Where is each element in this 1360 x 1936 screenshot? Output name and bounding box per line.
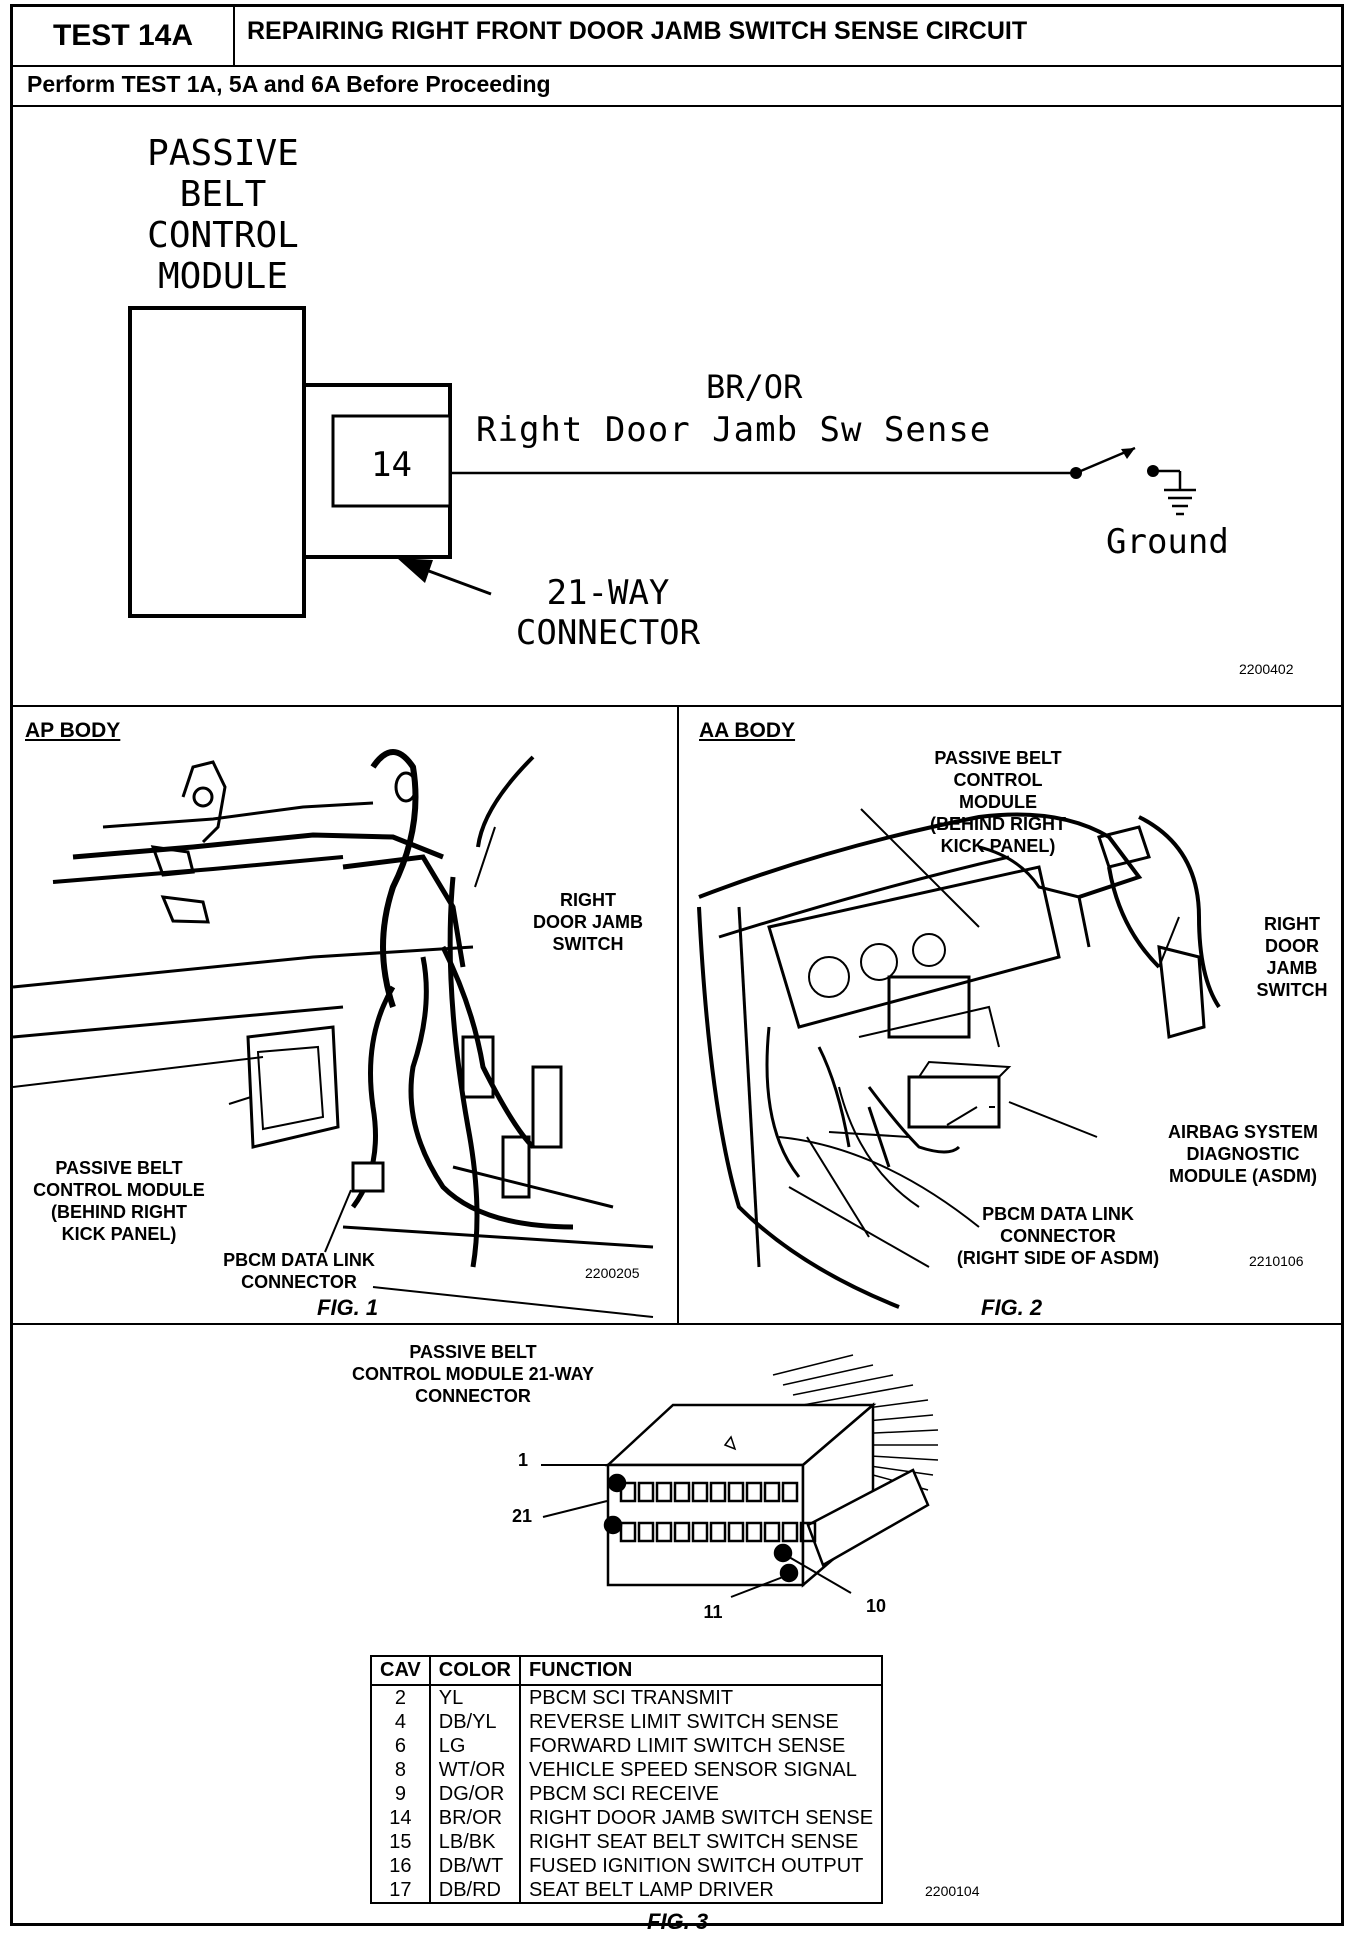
fig1-code: 2200205: [585, 1265, 640, 1281]
schematic-module-label: PASSIVE BELT CONTROL MODULE: [147, 133, 299, 297]
fig1-switch-label: RIGHT DOOR JAMB SWITCH: [532, 890, 643, 954]
pin-label-21: 21: [511, 1506, 533, 1526]
fig2-asdm-label: AIRBAG SYSTEM DIAGNOSTIC MODULE (ASDM): [1167, 1122, 1318, 1186]
color-cell: DB/WT: [428, 1854, 521, 1878]
function-cell: PBCM SCI TRANSMIT: [518, 1685, 884, 1710]
function-cell: SEAT BELT LAMP DRIVER: [518, 1878, 884, 1904]
col-function: FUNCTION: [518, 1655, 884, 1686]
cav-cell: 9: [370, 1782, 431, 1806]
color-cell: LG: [428, 1734, 521, 1758]
fig2-code: 2210106: [1249, 1253, 1304, 1269]
function-cell: RIGHT DOOR JAMB SWITCH SENSE: [518, 1806, 884, 1830]
connector-section: PASSIVE BELT CONTROL MODULE 21-WAY CONNE…: [13, 1325, 1341, 1934]
ground-label: Ground: [1106, 522, 1229, 562]
cav-cell: 16: [370, 1854, 431, 1878]
cav-cell: 2: [370, 1685, 431, 1710]
connector-arrow-shaft: [417, 565, 492, 596]
pin-box: [331, 414, 452, 508]
color-cell: DB/RD: [428, 1878, 521, 1904]
schematic-code: 2200402: [1239, 661, 1294, 677]
pin-21-marker: [603, 1515, 623, 1535]
fig2-body-title: AA BODY: [699, 719, 796, 742]
color-cell: LB/BK: [428, 1830, 521, 1854]
pin-1-marker: [607, 1473, 627, 1493]
test-title: REPAIRING RIGHT FRONT DOOR JAMB SWITCH S…: [247, 17, 1028, 45]
fig1-link-label: PBCM DATA LINK CONNECTOR: [223, 1250, 375, 1292]
function-cell: REVERSE LIMIT SWITCH SENSE: [518, 1710, 884, 1734]
cav-cell: 6: [370, 1734, 431, 1758]
fig2-link-label: PBCM DATA LINK CONNECTOR (RIGHT SIDE OF …: [956, 1204, 1160, 1268]
pin-label-11: 11: [703, 1602, 723, 1622]
function-cell: VEHICLE SPEED SENSOR SIGNAL: [518, 1758, 884, 1782]
color-cell: YL: [428, 1685, 521, 1710]
service-manual-page: TEST 14A REPAIRING RIGHT FRONT DOOR JAMB…: [10, 4, 1344, 1934]
function-cell: FUSED IGNITION SWITCH OUTPUT: [518, 1854, 884, 1878]
test-id: TEST 14A: [13, 7, 235, 65]
wire-label: Right Door Jamb Sw Sense: [476, 410, 992, 450]
pin-label-10: 10: [865, 1596, 887, 1616]
fig2-switch-label: RIGHT DOOR JAMB SWITCH: [1256, 914, 1328, 1000]
connector-arrow-head: [397, 558, 433, 583]
color-cell: BR/OR: [428, 1806, 521, 1830]
prerequisite-row: Perform TEST 1A, 5A and 6A Before Procee…: [13, 65, 1341, 107]
fig2-illustration: [697, 808, 1221, 1309]
header-row: TEST 14A REPAIRING RIGHT FRONT DOOR JAMB…: [13, 7, 1341, 67]
fig3-code: 2200104: [925, 1883, 980, 1899]
fig1-caption: FIG. 1: [317, 1295, 379, 1320]
table-header-row: CAV COLOR FUNCTION: [370, 1655, 884, 1686]
pin-label-1: 1: [517, 1450, 528, 1470]
fig2-caption: FIG. 2: [981, 1295, 1043, 1320]
pin-10-marker: [773, 1543, 793, 1563]
cav-cell: 15: [370, 1830, 431, 1854]
wire-color: BR/OR: [706, 368, 803, 406]
col-color: COLOR: [428, 1655, 521, 1686]
cav-cell: 14: [370, 1806, 431, 1830]
fig3-caption: FIG. 3: [647, 1909, 709, 1934]
connector-illustration: [541, 1354, 939, 1598]
cav-cell: 17: [370, 1878, 431, 1904]
pin-number: 14: [371, 445, 412, 485]
cav-cell: 4: [370, 1710, 431, 1734]
pin-11-marker: [779, 1563, 799, 1583]
color-cell: WT/OR: [428, 1758, 521, 1782]
connector-label: 21-WAY CONNECTOR: [515, 573, 701, 653]
switch-blade-tip: [1121, 448, 1135, 459]
cav-cell: 8: [370, 1758, 431, 1782]
fig1-module-label: PASSIVE BELT CONTROL MODULE (BEHIND RIGH…: [33, 1158, 205, 1244]
function-cell: PBCM SCI RECEIVE: [518, 1782, 884, 1806]
fig1-body-title: AP BODY: [25, 719, 121, 742]
figure-divider: [677, 707, 679, 1323]
fig3-connector-title: PASSIVE BELT CONTROL MODULE 21-WAY CONNE…: [351, 1342, 595, 1406]
fig2-module-label: PASSIVE BELT CONTROL MODULE (BEHIND RIGH…: [930, 748, 1066, 856]
ground-icon: [1164, 488, 1196, 516]
function-cell: FORWARD LIMIT SWITCH SENSE: [518, 1734, 884, 1758]
function-cell: RIGHT SEAT BELT SWITCH SENSE: [518, 1830, 884, 1854]
module-box: [128, 306, 306, 618]
schematic-section: PASSIVE BELT CONTROL MODULE 14 BR/OR Rig…: [13, 105, 1341, 707]
color-cell: DB/YL: [428, 1710, 521, 1734]
figures-section: AP BODY: [13, 707, 1341, 1325]
cavity-row-bottom: [619, 1521, 817, 1543]
color-cell: DG/OR: [428, 1782, 521, 1806]
wiring-schematic: [128, 306, 1196, 618]
connector-latch: [806, 1468, 930, 1567]
fig1-illustration: [13, 749, 654, 1318]
prerequisite-text: Perform TEST 1A, 5A and 6A Before Procee…: [27, 71, 551, 97]
col-cav: CAV: [370, 1655, 431, 1686]
cavity-row-top: [619, 1481, 799, 1503]
